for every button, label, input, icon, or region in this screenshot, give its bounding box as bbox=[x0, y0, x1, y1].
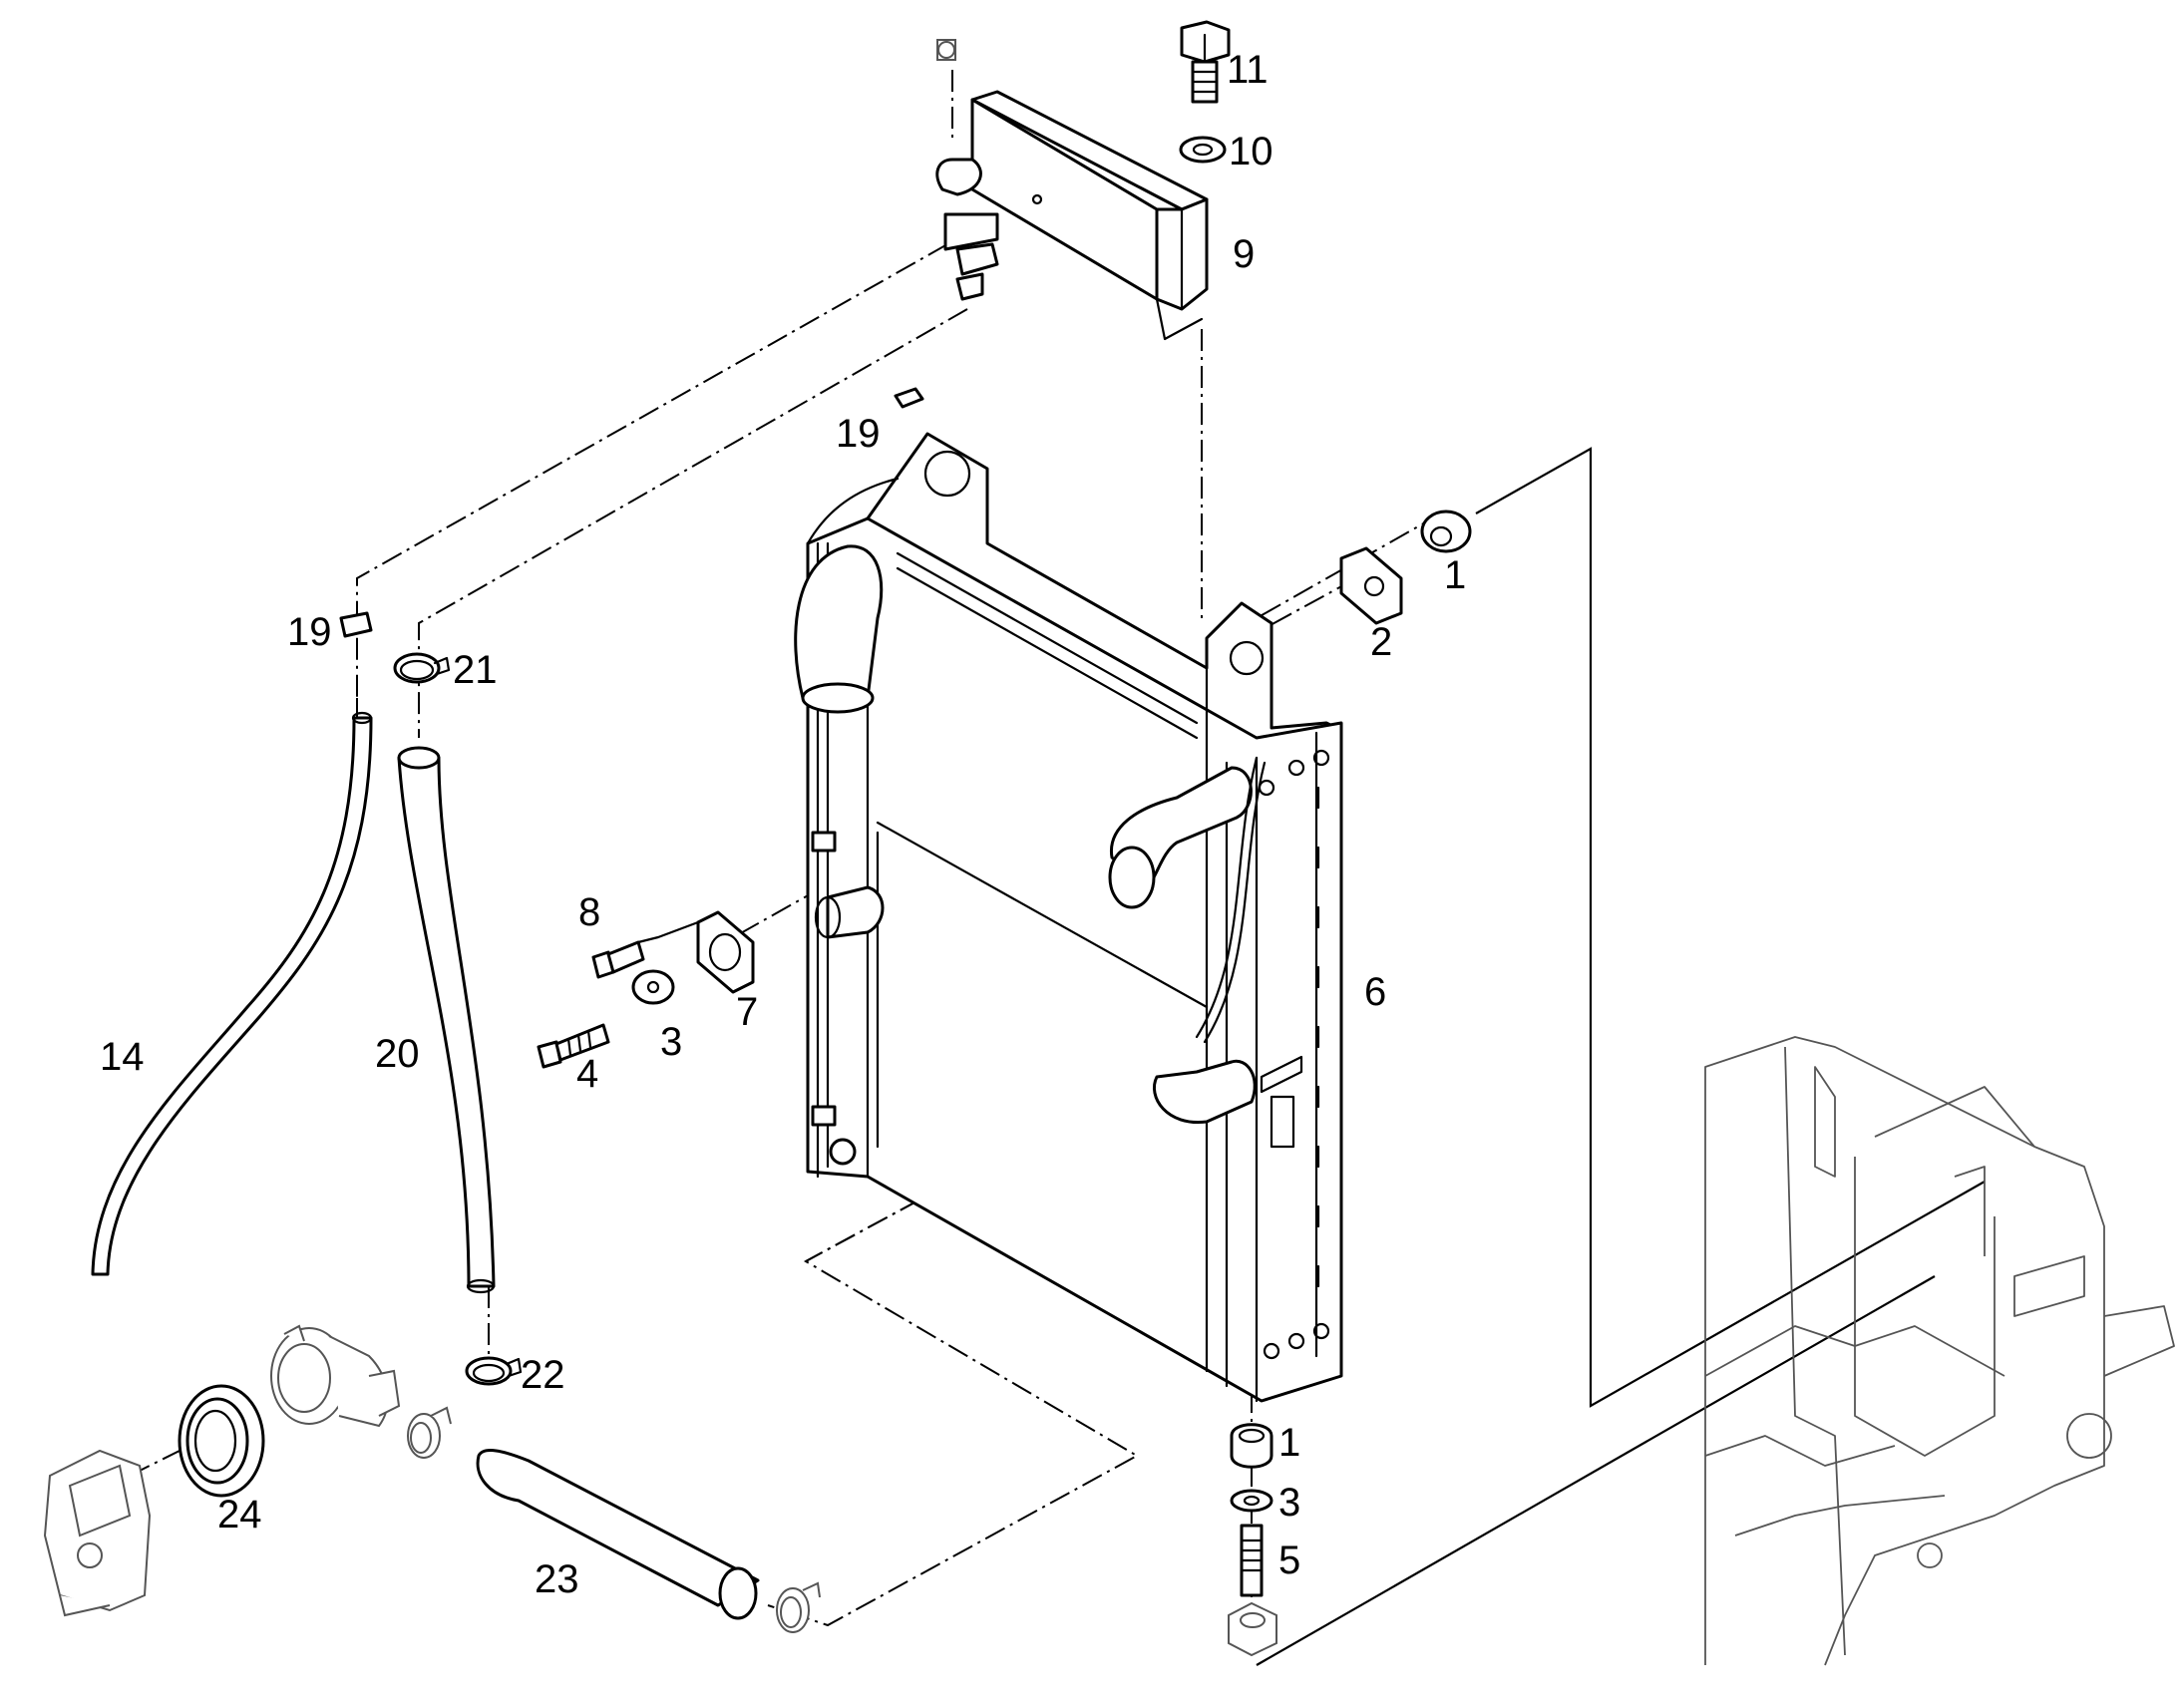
flange-plate-part-2 bbox=[1339, 546, 1403, 625]
washer-part-10 bbox=[1179, 136, 1227, 164]
nut-context bbox=[1228, 1601, 1277, 1657]
machine-frame-context bbox=[1704, 1036, 2175, 1666]
callout-11: 11 bbox=[1227, 48, 1269, 92]
callout-3-upper: 3 bbox=[660, 1020, 682, 1064]
callout-19-upper: 19 bbox=[836, 412, 881, 456]
flange-part-7 bbox=[696, 910, 755, 994]
stud-part-5 bbox=[1240, 1524, 1264, 1597]
callout-14: 14 bbox=[100, 1035, 145, 1079]
radiator-part-6 bbox=[794, 432, 1343, 1403]
callout-24: 24 bbox=[217, 1493, 262, 1537]
washer-part-3-lower bbox=[1230, 1489, 1273, 1513]
hose-part-20 bbox=[397, 746, 496, 1294]
callout-7: 7 bbox=[736, 990, 758, 1034]
ring-part-24 bbox=[178, 1384, 265, 1498]
bolt-part-11 bbox=[1180, 20, 1231, 104]
callout-2: 2 bbox=[1370, 620, 1392, 664]
bolt-part-4 bbox=[537, 1023, 610, 1069]
callout-1-lower: 1 bbox=[1278, 1421, 1300, 1465]
expansion-tank-part-9 bbox=[935, 39, 1209, 341]
callout-1-upper: 1 bbox=[1444, 553, 1466, 597]
callout-21: 21 bbox=[453, 648, 498, 692]
callout-labels: 11 10 9 19 1 2 19 21 8 7 6 3 4 14 20 22 … bbox=[100, 48, 1466, 1601]
callout-5: 5 bbox=[1278, 1538, 1300, 1582]
pad-part-19-upper bbox=[894, 387, 924, 409]
rubber-mount-part-1-upper bbox=[1420, 510, 1472, 553]
callout-4: 4 bbox=[576, 1052, 598, 1096]
bolt-part-8 bbox=[591, 920, 710, 979]
callout-23: 23 bbox=[535, 1557, 579, 1601]
hose-part-23 bbox=[476, 1449, 821, 1633]
clip-part-19-lower bbox=[339, 611, 373, 638]
washer-part-3-upper bbox=[631, 969, 675, 1005]
callout-9: 9 bbox=[1233, 232, 1255, 276]
elbow-fitting-context bbox=[270, 1324, 401, 1428]
clamp-near-hose-23 bbox=[407, 1406, 452, 1459]
hose-clamp-part-21 bbox=[393, 652, 451, 684]
context-leader-lines bbox=[1256, 447, 1986, 1666]
callout-10: 10 bbox=[1229, 130, 1273, 173]
callout-6: 6 bbox=[1364, 970, 1386, 1014]
hose-clamp-part-22 bbox=[465, 1356, 523, 1386]
callout-20: 20 bbox=[375, 1032, 420, 1076]
rubber-mount-part-1-lower bbox=[1230, 1423, 1273, 1469]
hose-part-14 bbox=[91, 711, 373, 1276]
callout-19-lower: 19 bbox=[287, 610, 332, 654]
callout-8: 8 bbox=[578, 890, 600, 934]
callout-3-lower: 3 bbox=[1278, 1481, 1300, 1525]
callout-22: 22 bbox=[521, 1353, 565, 1397]
engine-fragment-context bbox=[43, 1449, 152, 1617]
